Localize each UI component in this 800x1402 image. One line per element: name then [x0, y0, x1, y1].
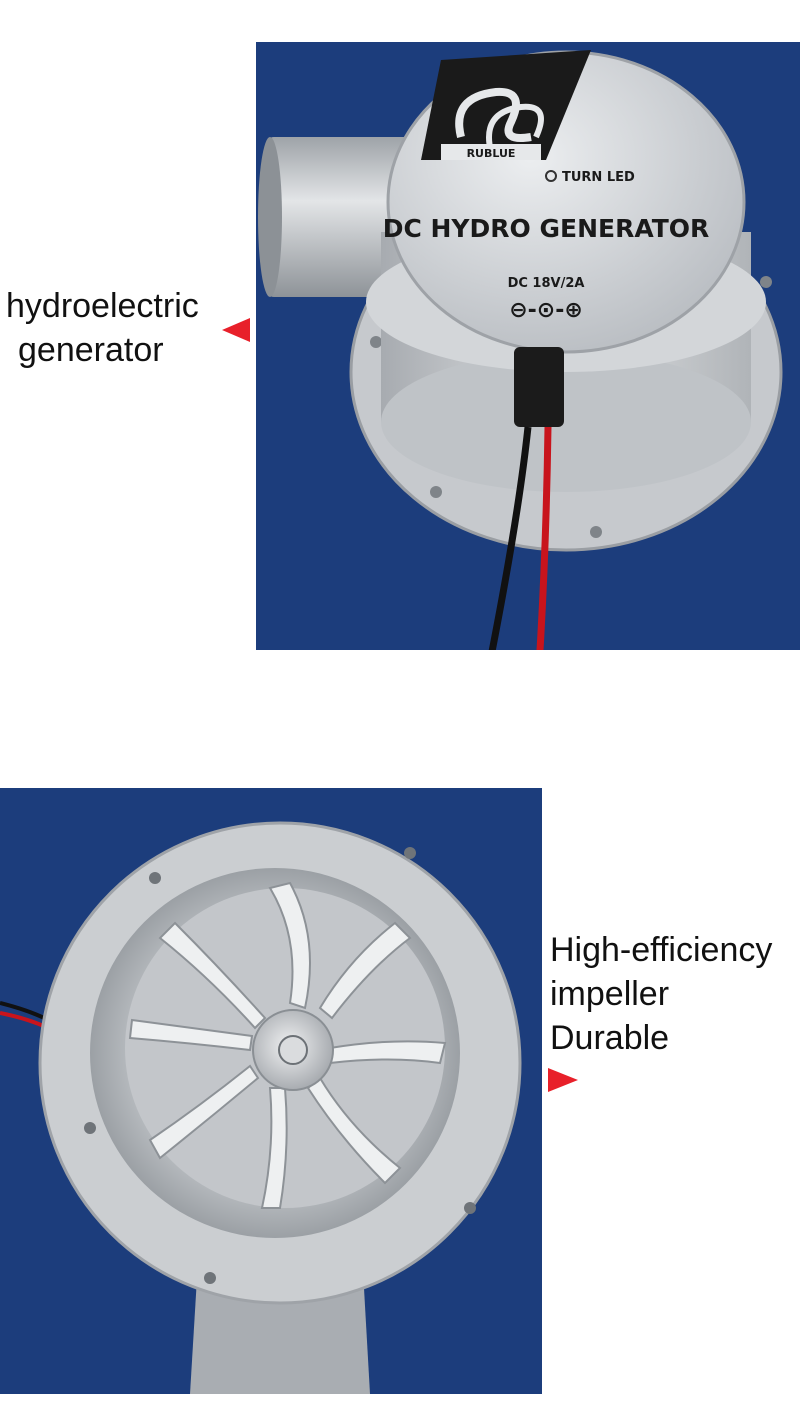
polarity-label: ⊖-⊙-⊕	[509, 298, 583, 323]
impeller-illustration	[0, 821, 522, 1394]
product-title: DC HYDRO GENERATOR	[383, 214, 710, 243]
generator-illustration: RUBLUE TURN LED DC HYDRO GENERATOR DC 18…	[258, 50, 783, 650]
rating-label: DC 18V/2A	[508, 276, 585, 291]
caption-line: hydroelectric	[6, 287, 199, 325]
caption-line: impeller	[550, 975, 670, 1013]
caption-line: High-efficiency	[550, 931, 773, 969]
pointer-left-icon	[222, 318, 250, 342]
led-icon	[545, 170, 557, 182]
caption-line: Durable	[550, 1019, 670, 1057]
impeller-caption: High-efficiency impeller Durable	[550, 928, 800, 1060]
logo-icon	[421, 50, 591, 160]
impeller-blades	[128, 881, 447, 1209]
hub-nut	[278, 1035, 308, 1065]
brand-label: RUBLUE	[467, 147, 516, 160]
generator-photo-panel: RUBLUE TURN LED DC HYDRO GENERATOR DC 18…	[256, 42, 800, 650]
cable-gland	[514, 347, 564, 427]
led-label: TURN LED	[562, 170, 635, 185]
black-wire	[488, 426, 532, 650]
caption-line: generator	[18, 331, 164, 369]
generator-caption: hydroelectric generator	[6, 284, 246, 372]
pointer-right-icon	[548, 1068, 578, 1092]
red-wire	[536, 426, 552, 650]
impeller-photo-panel	[0, 788, 542, 1394]
